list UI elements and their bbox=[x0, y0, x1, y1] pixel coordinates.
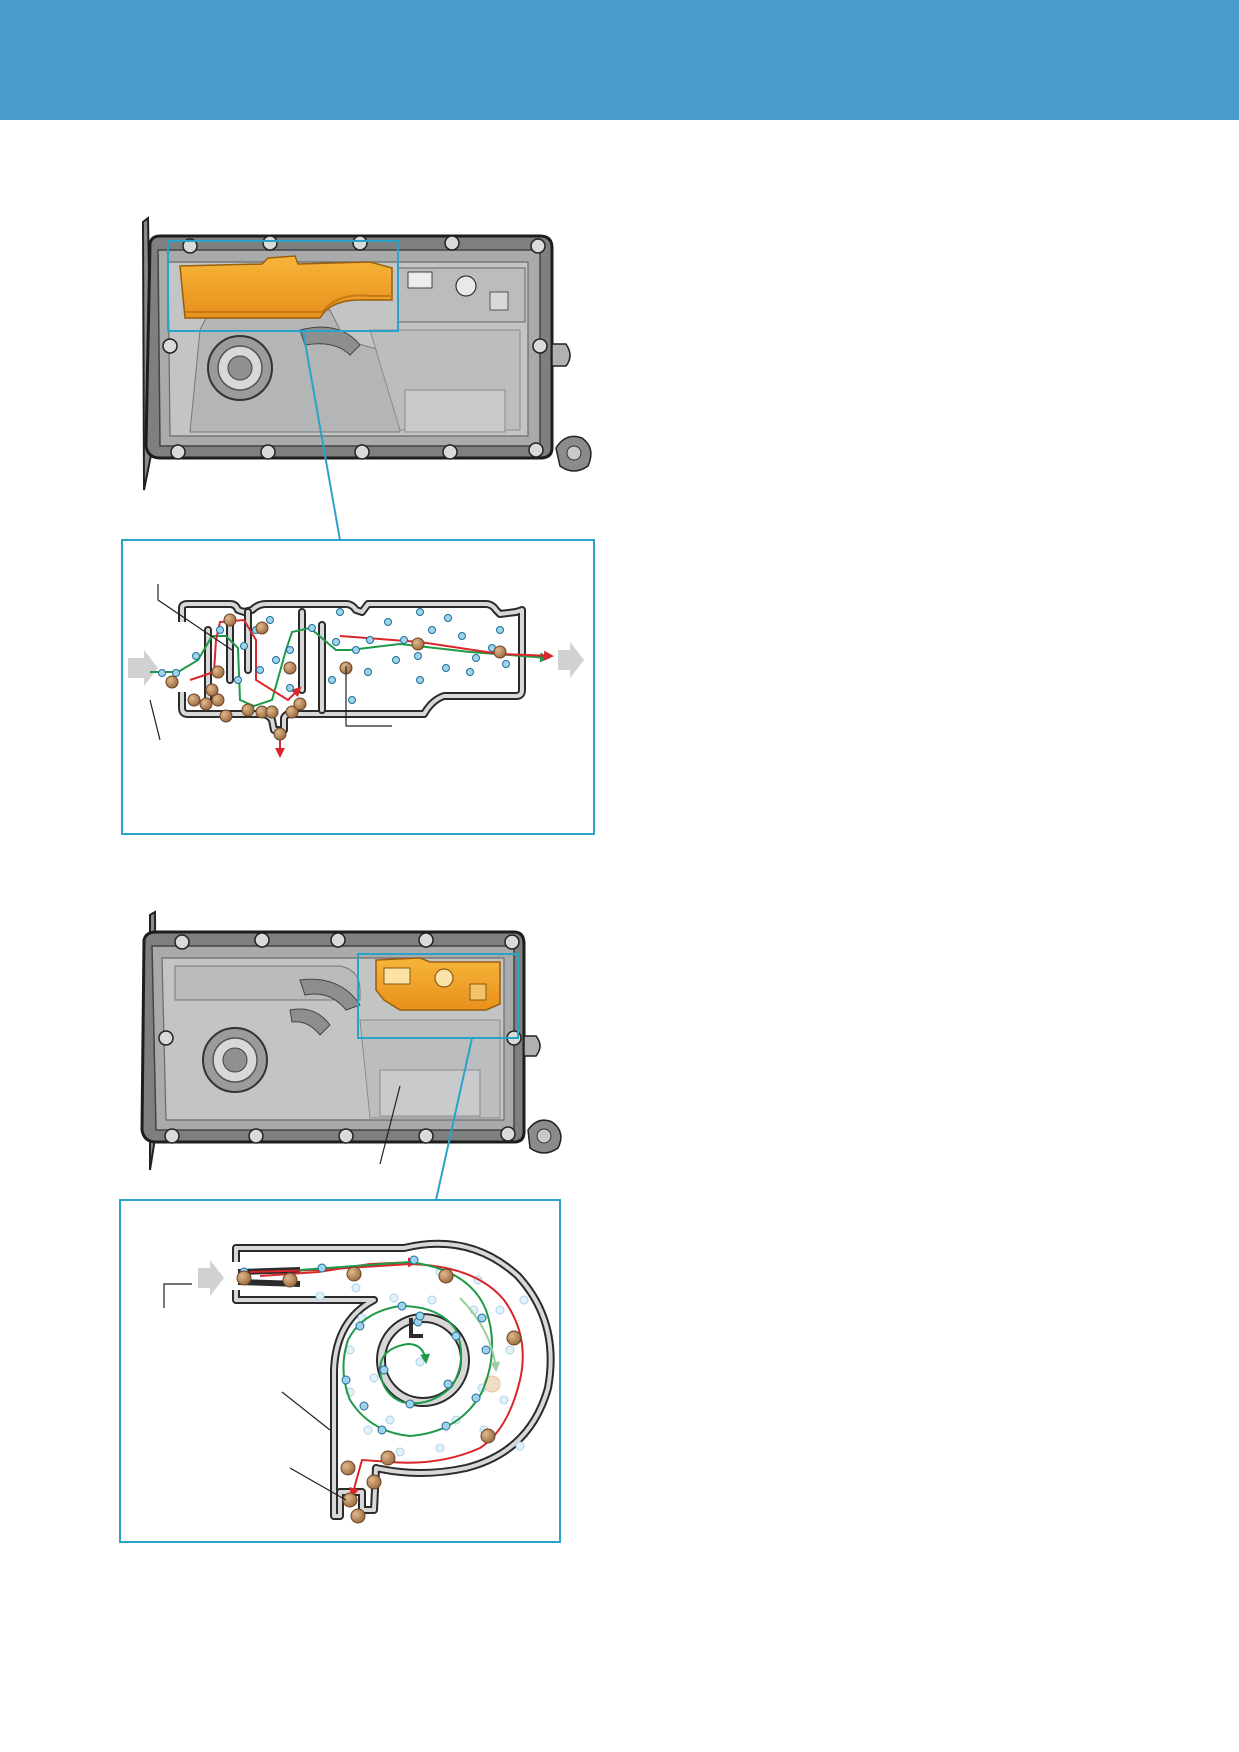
cylinder-head-cover-bottom bbox=[140, 910, 562, 1171]
detail-frame-labyrinth bbox=[121, 539, 595, 835]
cyclone-inlet-arrow-icon bbox=[198, 1260, 224, 1296]
labyrinth-separator bbox=[128, 584, 584, 758]
zoom-frame-top bbox=[167, 240, 399, 332]
inlet-arrow-icon bbox=[128, 650, 158, 686]
outlet-arrow-icon bbox=[558, 642, 584, 678]
cyclone-separator bbox=[163, 1239, 555, 1524]
zoom-frame-bottom bbox=[357, 953, 519, 1039]
cylinder-head-cover-top bbox=[141, 215, 592, 491]
header-bar bbox=[0, 0, 1239, 120]
